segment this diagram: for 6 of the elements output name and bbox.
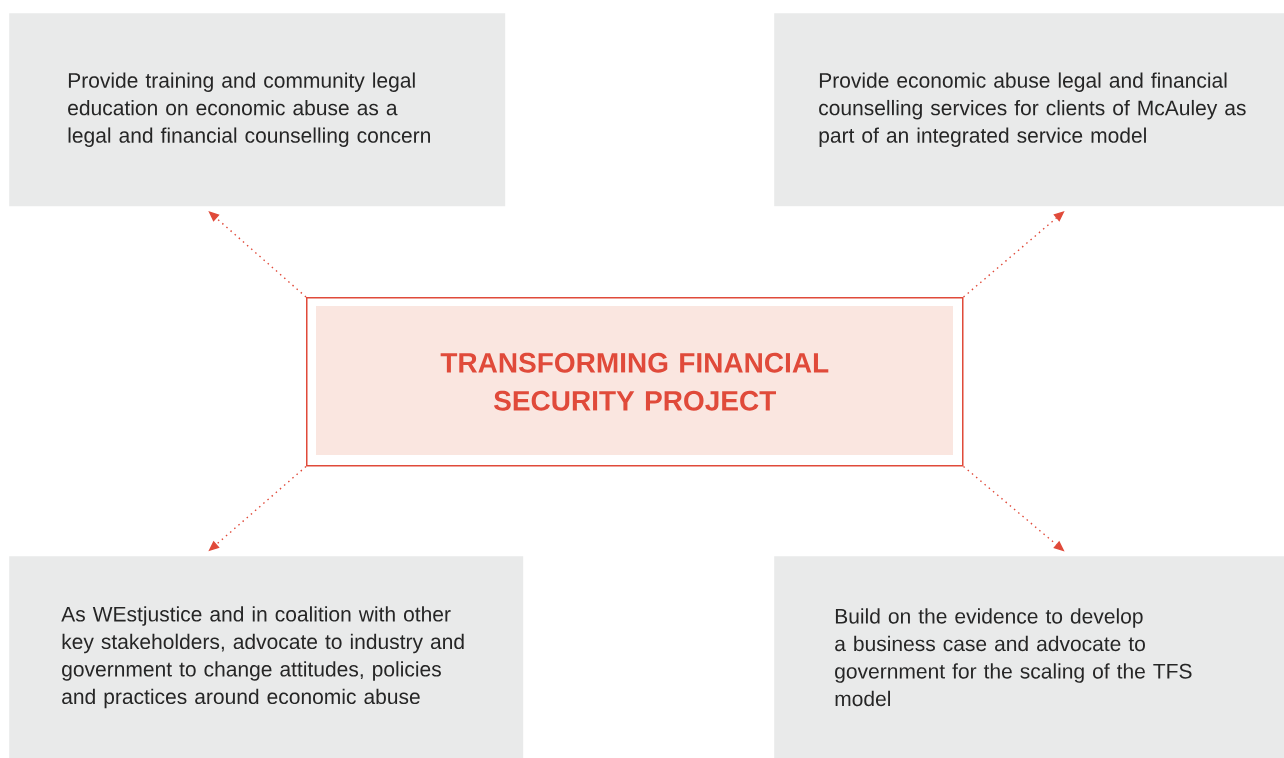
text-box: Build on the evidence to develop a business case and advocate to government for the scaling of the TFS model (774, 556, 1284, 758)
arrow (208, 211, 307, 298)
text-box: Provide training and community legal education on economic abuse as a legal and financial counselling concern (9, 13, 506, 207)
text-box: Provide economic abuse legal and financial counselling services for clients of McAuley as part of an integrated service model (774, 13, 1284, 207)
text-box: As WEstjustice and in coalition with other key stakeholders, advocate to industry and government to change attitudes, policies and practices around economic abuse (9, 556, 524, 758)
title-box: TRANSFORMING FINANCIAL SECURITY PROJECT (306, 297, 964, 467)
